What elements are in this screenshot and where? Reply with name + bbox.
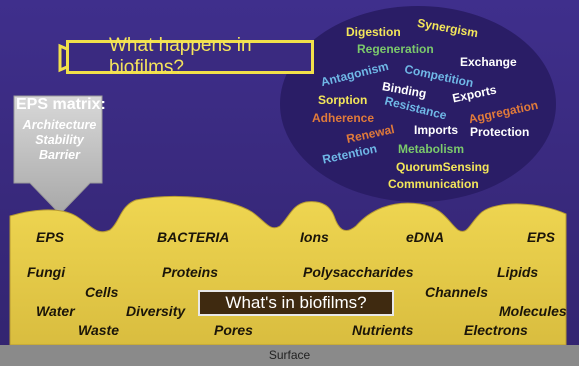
- component-word: Water: [36, 304, 75, 318]
- component-word: Channels: [425, 285, 488, 299]
- process-word: QuorumSensing: [396, 161, 489, 173]
- process-word: Communication: [388, 178, 479, 190]
- process-word: Imports: [414, 124, 458, 136]
- whats-in-box: What's in biofilms?: [198, 290, 394, 316]
- process-word: Protection: [470, 126, 529, 138]
- process-word: Sorption: [318, 94, 367, 106]
- component-word: Molecules: [499, 304, 567, 318]
- eps-property-stability: Stability: [12, 133, 107, 148]
- what-happens-box: What happens in biofilms?: [66, 40, 314, 74]
- process-word: Metabolism: [398, 143, 464, 155]
- component-word: Proteins: [162, 265, 218, 279]
- component-word: Waste: [78, 323, 119, 337]
- component-word: EPS: [527, 230, 555, 244]
- component-word: Fungi: [27, 265, 65, 279]
- component-word: Ions: [300, 230, 329, 244]
- component-word: Polysaccharides: [303, 265, 414, 279]
- eps-matrix-title: EPS matrix:: [16, 96, 107, 114]
- what-happens-label: What happens in biofilms?: [109, 35, 311, 79]
- process-word: Adherence: [312, 112, 374, 124]
- component-word: BACTERIA: [157, 230, 229, 244]
- component-word: Pores: [214, 323, 253, 337]
- whats-in-label: What's in biofilms?: [225, 293, 366, 313]
- component-word: Lipids: [497, 265, 538, 279]
- component-word: EPS: [36, 230, 64, 244]
- process-word: Regeneration: [357, 43, 434, 55]
- component-word: Nutrients: [352, 323, 413, 337]
- component-word: eDNA: [406, 230, 444, 244]
- process-word: Exchange: [460, 56, 517, 68]
- surface-label: Surface: [0, 348, 579, 362]
- component-word: Diversity: [126, 304, 185, 318]
- process-word: Digestion: [346, 26, 401, 38]
- eps-property-architecture: Architecture: [12, 118, 107, 133]
- eps-matrix-box: EPS matrix: Architecture Stability Barri…: [12, 96, 107, 163]
- component-word: Electrons: [464, 323, 528, 337]
- eps-property-barrier: Barrier: [12, 148, 107, 163]
- component-word: Cells: [85, 285, 118, 299]
